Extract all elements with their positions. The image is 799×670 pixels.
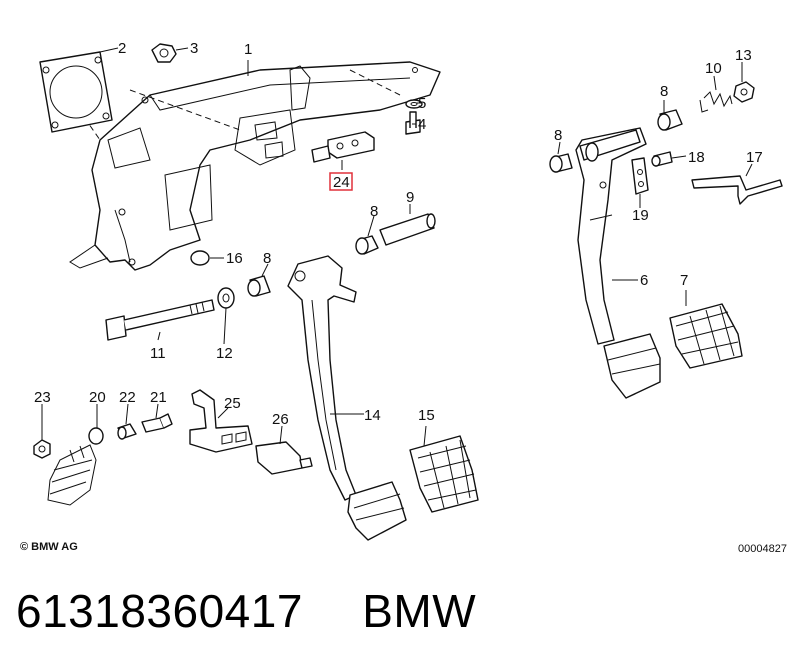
pin-18 xyxy=(651,151,673,167)
label-part-8-lower: 8 xyxy=(263,250,271,267)
clutch-pedal-arm-6 xyxy=(575,127,647,345)
label-part-23: 23 xyxy=(34,389,51,406)
caption: 61318360417 BMW xyxy=(16,584,476,638)
brake-pedal-pad-14 xyxy=(347,481,407,541)
part-number: 61318360417 xyxy=(16,585,303,637)
clutch-pedal-pad-6 xyxy=(603,333,661,399)
label-part-8-top-right: 8 xyxy=(660,83,668,100)
bracket-25 xyxy=(189,389,253,453)
label-part-21: 21 xyxy=(150,389,167,406)
label-part-12: 12 xyxy=(216,345,233,362)
nut-3 xyxy=(151,43,177,63)
label-part-9: 9 xyxy=(406,189,414,206)
parts-diagram: 1 2 3 4 5 6 7 8 8 8 8 9 10 11 12 13 14 1… xyxy=(33,40,783,541)
sleeve-9 xyxy=(379,213,436,246)
bracket-19 xyxy=(631,157,649,195)
label-part-5: 5 xyxy=(418,95,426,112)
part-labels: 1 2 3 4 5 6 7 8 8 8 8 9 10 11 12 13 14 1… xyxy=(34,40,763,428)
label-part-25: 25 xyxy=(224,395,241,412)
nut-23 xyxy=(33,439,51,459)
label-part-15: 15 xyxy=(418,407,435,424)
washer-5 xyxy=(405,99,423,109)
label-part-20: 20 xyxy=(89,389,106,406)
label-part-2: 2 xyxy=(118,40,126,57)
bushing-8-lower xyxy=(247,275,271,297)
label-part-8-center: 8 xyxy=(370,203,378,220)
diagram-reference-number: 00004827 xyxy=(738,543,787,555)
switch-24 xyxy=(311,131,375,163)
bushing-16 xyxy=(190,250,210,266)
label-part-19: 19 xyxy=(632,207,649,224)
highlighted-label-24: 24 xyxy=(329,172,353,191)
pedal-rubber-7 xyxy=(669,303,743,369)
bolt-21 xyxy=(141,413,173,433)
bushing-8-center xyxy=(355,235,379,255)
label-part-10: 10 xyxy=(705,60,722,77)
leader-lines xyxy=(41,47,753,447)
label-part-16: 16 xyxy=(226,250,243,267)
rod-17 xyxy=(691,175,783,205)
label-part-11: 11 xyxy=(150,345,166,362)
label-part-8-left: 8 xyxy=(554,127,562,144)
gasket xyxy=(39,51,113,133)
label-part-6: 6 xyxy=(640,272,648,289)
pedal-bracket xyxy=(49,61,441,271)
brake-pedal-arm-14 xyxy=(287,255,357,501)
label-part-26: 26 xyxy=(272,411,289,428)
bolt-11 xyxy=(105,299,215,341)
spring-assembly-20 xyxy=(47,427,104,506)
label-part-24: 24 xyxy=(333,174,350,191)
label-part-22: 22 xyxy=(119,389,136,406)
label-part-17: 17 xyxy=(746,149,763,166)
switch-26 xyxy=(255,441,313,475)
brand-name: BMW xyxy=(362,585,477,637)
pedal-rubber-15 xyxy=(409,435,479,513)
clip-22 xyxy=(117,423,137,440)
bushing-8-right-top xyxy=(657,109,683,131)
label-part-7: 7 xyxy=(680,272,688,289)
label-part-18: 18 xyxy=(688,149,705,166)
label-part-3: 3 xyxy=(190,40,198,57)
copyright: © BMW AG xyxy=(20,541,78,553)
spring-10 xyxy=(699,91,733,113)
nut-13 xyxy=(733,81,755,103)
bushing-8-right-left xyxy=(549,153,573,173)
label-part-13: 13 xyxy=(735,47,752,64)
label-part-4: 4 xyxy=(418,116,426,133)
label-part-1: 1 xyxy=(244,41,252,58)
label-part-14: 14 xyxy=(364,407,381,424)
washer-12 xyxy=(217,287,235,309)
